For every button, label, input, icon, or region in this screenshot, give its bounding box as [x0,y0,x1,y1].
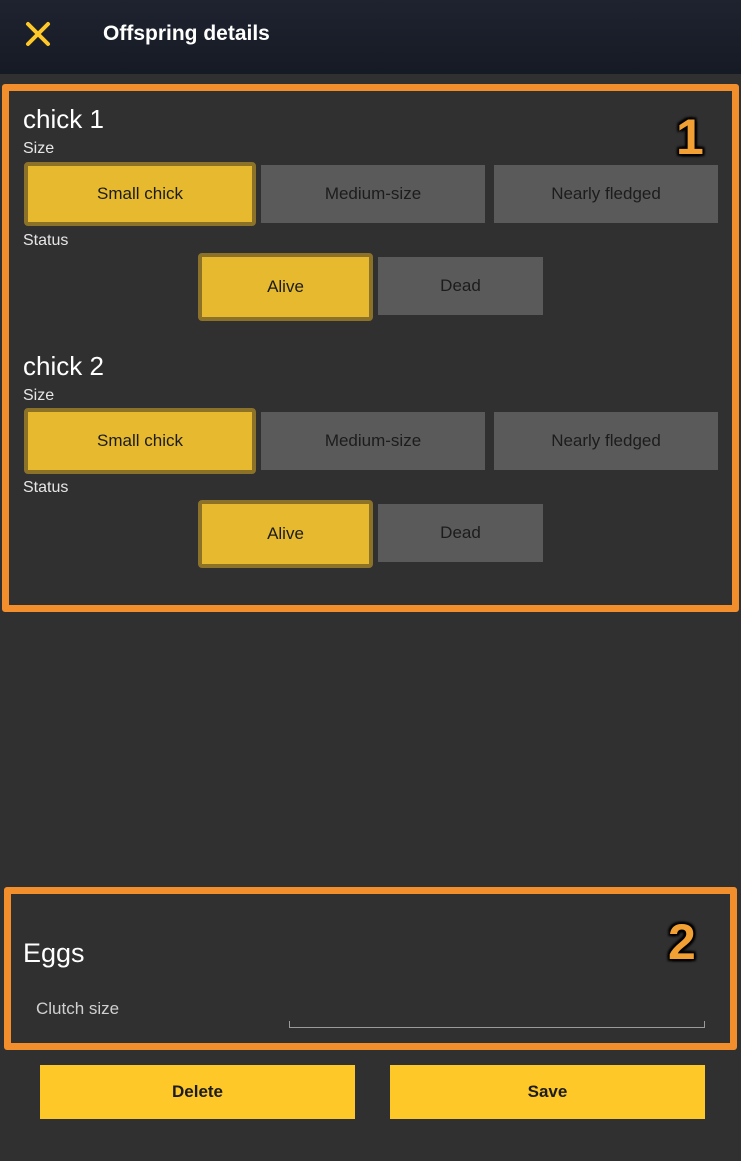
size-option-nearly-fledged[interactable]: Nearly fledged [494,165,718,223]
status-option-dead[interactable]: Dead [378,504,543,562]
save-button[interactable]: Save [390,1065,705,1119]
size-label: Size [23,140,55,157]
input-underline-edge [289,1021,290,1028]
top-app-bar: Offspring details [0,0,741,74]
size-option-medium-size[interactable]: Medium-size [261,165,485,223]
callout-number-1: 1 [676,109,704,165]
input-underline-edge [704,1021,705,1028]
chick-title: chick 2 [23,351,104,381]
status-label: Status [23,232,69,249]
size-option-medium-size[interactable]: Medium-size [261,412,485,470]
status-label: Status [23,479,69,496]
status-option-alive[interactable]: Alive [198,253,373,321]
page-title: Offspring details [103,22,270,45]
chick-title: chick 1 [23,104,104,134]
close-button[interactable] [22,18,54,50]
delete-button[interactable]: Delete [40,1065,355,1119]
callout-box-2 [4,887,737,1050]
status-option-alive[interactable]: Alive [198,500,373,568]
size-option-small-chick[interactable]: Small chick [24,408,256,474]
status-option-dead[interactable]: Dead [378,257,543,315]
size-option-nearly-fledged[interactable]: Nearly fledged [494,412,718,470]
clutch-size-label: Clutch size [36,999,120,1018]
size-label: Size [23,387,55,404]
callout-box-1 [2,84,739,612]
close-icon [26,22,50,46]
size-option-small-chick[interactable]: Small chick [24,162,256,226]
clutch-size-input[interactable] [289,990,705,1028]
callout-number-2: 2 [668,914,696,970]
eggs-section-title: Eggs [23,938,85,968]
